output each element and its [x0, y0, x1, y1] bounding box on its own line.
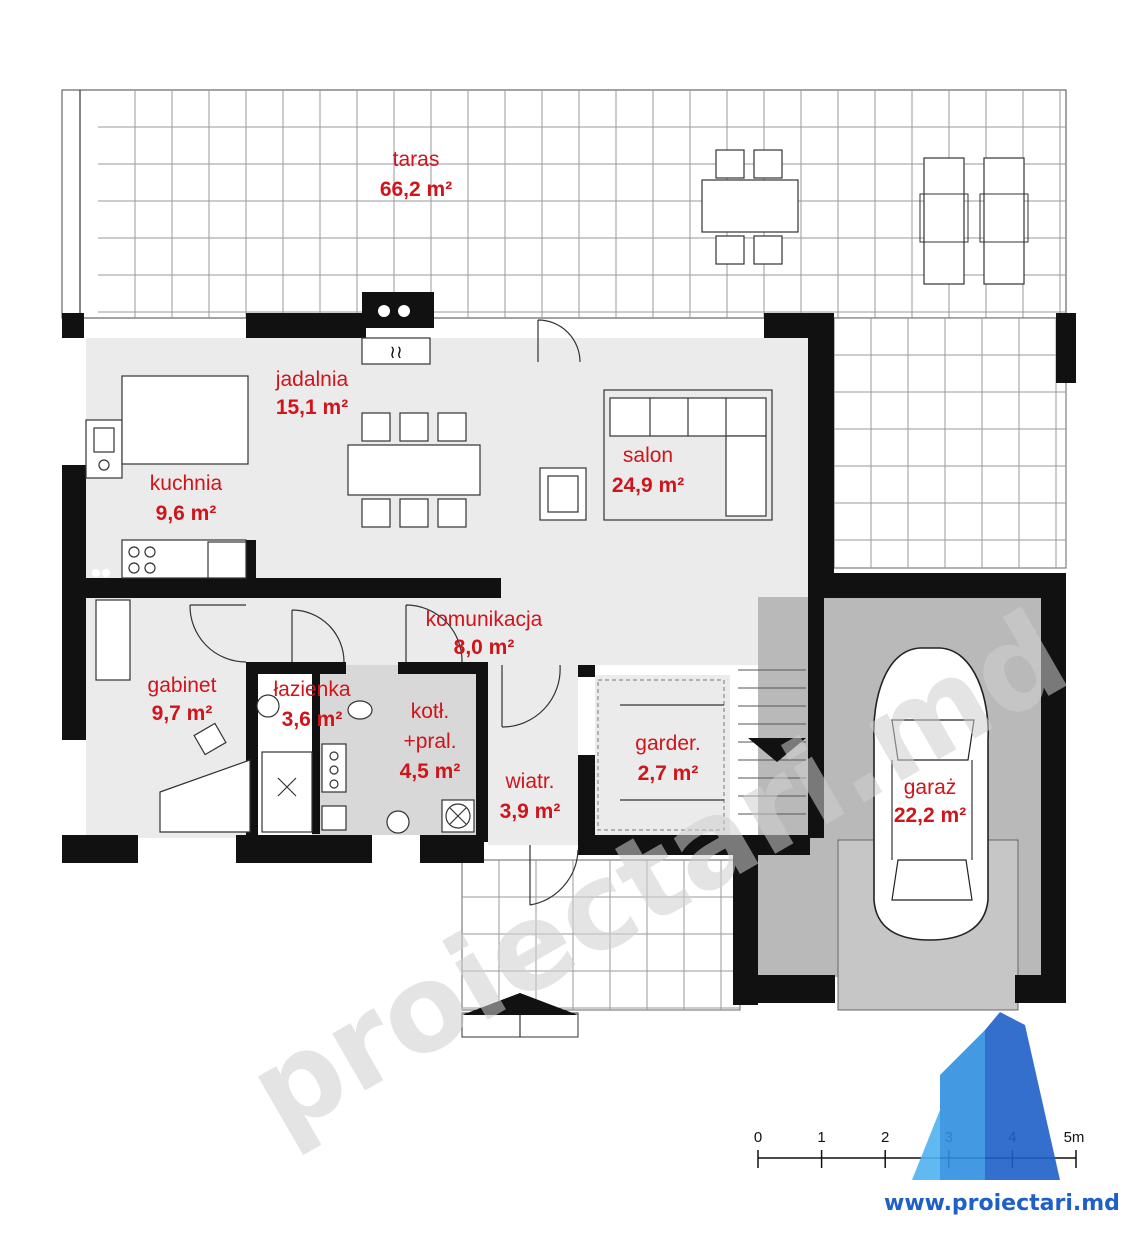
kuchnia-label: kuchnia: [150, 472, 223, 495]
garder-label: garder.: [635, 732, 700, 755]
kotl-label2: +pral.: [403, 730, 456, 753]
jadalnia-label: jadalnia: [275, 368, 349, 391]
taras-area: 66,2 m²: [380, 178, 452, 201]
dining-table: [347, 412, 481, 528]
terrace-table: [701, 149, 1029, 285]
wiatr-label: wiatr.: [504, 770, 554, 793]
gabinet-label: gabinet: [148, 674, 217, 697]
kitchen-units: [85, 375, 249, 579]
komunikacja-label: komunikacja: [426, 608, 543, 631]
entrance-steps: [461, 993, 579, 1038]
komunikacja-area: 8,0 m²: [454, 636, 515, 659]
lazienka-label: łazienka: [273, 678, 350, 701]
kotl-label: kotł.: [411, 700, 450, 723]
entrance-paving: [461, 859, 741, 1011]
bathroom-fixtures: [256, 694, 475, 834]
stairs: [738, 669, 806, 815]
jadalnia-area: 15,1 m²: [276, 396, 348, 419]
garaz-label: garaż: [904, 776, 957, 799]
sofa: [539, 389, 773, 521]
side-terrace: [833, 317, 1067, 569]
fireplace: ≀≀: [361, 292, 434, 365]
taras-label: taras: [393, 148, 440, 171]
scale-tick-label: 5m: [1064, 1129, 1085, 1146]
brand-url: www.proiectari.md: [884, 1191, 1120, 1216]
walls: [62, 313, 1076, 1005]
kotl-area: 4,5 m²: [400, 760, 461, 783]
svg-text:≀≀: ≀≀: [389, 342, 403, 363]
salon-area: 24,9 m²: [612, 474, 684, 497]
gabinet-area: 9,7 m²: [152, 702, 213, 725]
salon-label: salon: [623, 444, 673, 467]
office-furniture: [95, 599, 251, 833]
scale-tick-label: 1: [817, 1129, 825, 1146]
scale-tick-label: 2: [881, 1129, 889, 1146]
scale-tick-label: 0: [754, 1129, 762, 1146]
wardrobe-rails: [597, 679, 725, 831]
doors: [189, 319, 581, 906]
wiatr-area: 3,9 m²: [500, 800, 561, 823]
garder-area: 2,7 m²: [638, 762, 699, 785]
room-labels: taras 66,2 m² jadalnia 15,1 m² salon 24,…: [148, 148, 967, 827]
car-icon: [873, 647, 989, 941]
lazienka-area: 3,6 m²: [282, 708, 343, 731]
terrace-area: [61, 89, 1067, 319]
garaz-area: 22,2 m²: [894, 804, 966, 827]
brand-logo: www.proiectari.md: [884, 1012, 1120, 1216]
kuchnia-area: 9,6 m²: [156, 502, 217, 525]
